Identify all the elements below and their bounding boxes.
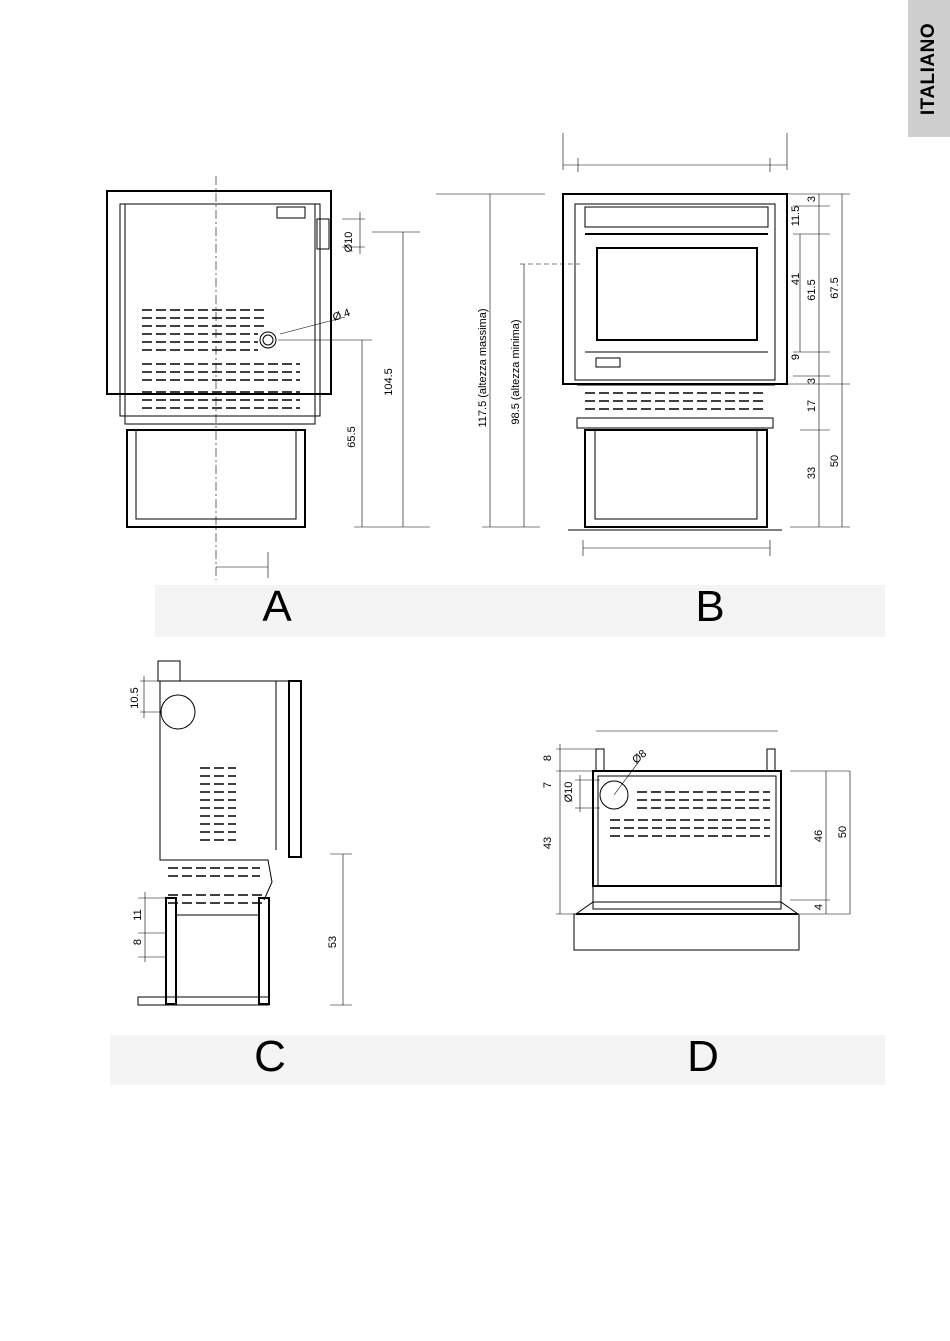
view-c: 10.5 11 8 53	[129, 661, 352, 1005]
dim-b-min-height: 98.5 (altezza minima)	[510, 319, 522, 424]
dim-b-3-bottom: 3	[806, 378, 818, 384]
dim-d-50: 50	[837, 826, 849, 838]
dim-b-3-top: 3	[806, 196, 818, 202]
dim-d-7: 7	[542, 782, 554, 788]
dim-d-8: 8	[542, 755, 554, 761]
label-band-cd	[110, 1035, 885, 1085]
view-a: Ø10 Ø 4 104.5 65.5	[107, 176, 430, 580]
dim-a-d10: Ø10	[343, 232, 355, 253]
view-d-label: D	[687, 1032, 719, 1081]
dim-c-8: 8	[132, 939, 144, 945]
dim-d-4: 4	[813, 904, 825, 910]
dim-b-11-5: 11.5	[790, 206, 802, 227]
dim-a-h65: 65.5	[346, 426, 358, 447]
dim-d-d10: Ø10	[563, 782, 575, 803]
dim-b-max-height: 117.5 (altezza massima)	[477, 308, 489, 427]
view-b-label: B	[695, 582, 724, 631]
view-b: 117.5 (altezza massima) 98.5 (altezza mi…	[436, 133, 850, 556]
dim-a-h104: 104.5	[383, 368, 395, 396]
dim-b-50: 50	[829, 455, 841, 467]
dim-b-33: 33	[806, 467, 818, 479]
dim-a-d4: Ø 4	[331, 307, 352, 324]
dim-b-9: 9	[790, 354, 802, 360]
dim-d-43: 43	[542, 837, 554, 849]
dim-d-46: 46	[813, 830, 825, 842]
dim-b-41: 41	[790, 273, 802, 285]
view-d: 8 Ø8 7 Ø10 43 46 50 4	[542, 731, 850, 950]
dim-c-10-5: 10.5	[129, 687, 141, 708]
dim-b-17: 17	[806, 400, 818, 412]
view-c-label: C	[254, 1032, 286, 1081]
dim-b-67-5: 67.5	[829, 277, 841, 298]
dim-b-61-5: 61.5	[806, 279, 818, 300]
view-a-label: A	[262, 582, 292, 631]
dim-c-11: 11	[132, 909, 144, 920]
dim-c-53: 53	[327, 936, 339, 948]
dim-d-d8: Ø8	[630, 748, 649, 767]
